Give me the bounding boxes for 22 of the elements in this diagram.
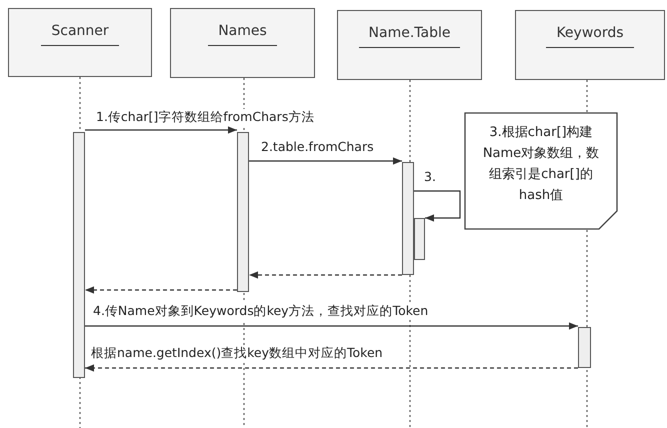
message-label: 根据name.getIndex()查找key数组中对应的Token <box>90 345 384 362</box>
message-label: 1.传char[]字符数组给fromChars方法 <box>95 109 316 126</box>
message-label: 2.table.fromChars <box>260 139 375 154</box>
message-arrow <box>249 157 402 165</box>
participant-box: Name.Table <box>337 10 482 80</box>
return-arrow <box>85 364 578 372</box>
participant-box: Keywords <box>515 10 665 80</box>
message-arrow <box>414 190 461 222</box>
return-arrow <box>85 286 237 294</box>
message-arrow <box>85 322 578 330</box>
activation-bar <box>402 162 414 275</box>
note-box: 3.根据char[]构建Name对象数组，数组索引是char[]的hash值 <box>464 112 618 230</box>
participant-box: Names <box>170 8 315 78</box>
activation-bar <box>237 132 249 292</box>
message-label: 4.传Name对象到Keywords的key方法，查找对应的Token <box>92 303 430 320</box>
activation-bar <box>414 218 425 260</box>
activation-bar <box>73 132 85 378</box>
return-arrow <box>249 271 402 279</box>
message-arrow <box>85 126 237 134</box>
message-label: 3. <box>423 169 437 184</box>
participant-box: Scanner <box>8 8 152 77</box>
activation-bar <box>578 327 591 368</box>
